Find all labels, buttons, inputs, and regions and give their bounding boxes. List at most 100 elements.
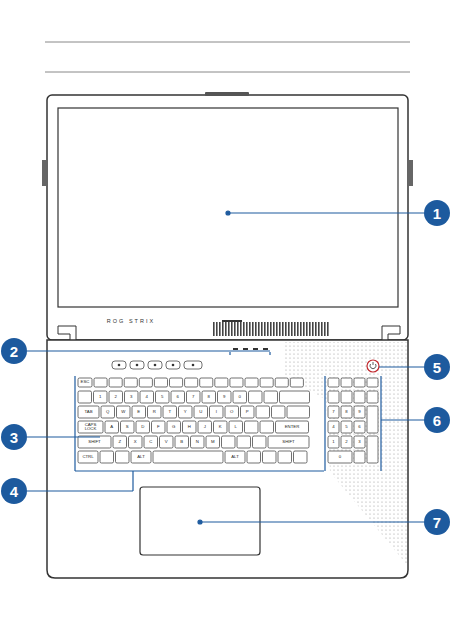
key [290, 378, 303, 387]
key [272, 406, 286, 418]
key [131, 451, 151, 463]
key [200, 378, 213, 387]
key-label: N [191, 437, 204, 448]
key-label: A [106, 422, 119, 433]
key-label: 5 [342, 422, 352, 433]
callout-number: 4 [1, 478, 27, 504]
key [268, 436, 309, 448]
key [341, 391, 352, 403]
key [210, 406, 224, 418]
key-label: 0 [329, 452, 352, 463]
key-label: Y [179, 407, 192, 418]
key [233, 391, 247, 403]
key [328, 391, 339, 403]
key-label: 2 [110, 392, 123, 403]
key-label: 0 [234, 392, 247, 403]
key-label: CTRL [79, 452, 98, 463]
key [328, 406, 339, 418]
key [140, 391, 154, 403]
key [218, 391, 232, 403]
key [341, 378, 352, 387]
key [354, 391, 365, 403]
key [214, 421, 228, 433]
key [187, 391, 201, 403]
key [264, 391, 278, 403]
key-label: B [176, 437, 189, 448]
key [154, 378, 167, 387]
key-label: SHIFT [79, 437, 111, 448]
key-label: D [137, 422, 150, 433]
key [78, 421, 103, 433]
key [354, 421, 365, 433]
key [230, 378, 243, 387]
key-label: 9 [218, 392, 231, 403]
key [241, 406, 255, 418]
key [78, 391, 92, 403]
key [247, 451, 261, 463]
key [222, 436, 236, 448]
key-label: X [129, 437, 142, 448]
key-label: 1 [329, 437, 339, 448]
key-label: SHIFT [269, 437, 309, 448]
key [294, 451, 308, 463]
key [78, 451, 98, 463]
key [101, 406, 115, 418]
key [287, 406, 310, 418]
key [179, 406, 193, 418]
key [341, 406, 352, 418]
key [328, 451, 352, 463]
key-label: K [214, 422, 227, 433]
key [237, 436, 251, 448]
key [129, 436, 143, 448]
key [183, 421, 197, 433]
key [94, 378, 107, 387]
key-label: 2 [342, 437, 352, 448]
key-label: O [226, 407, 239, 418]
key-label: ALT [226, 452, 245, 463]
key [354, 436, 365, 448]
key [341, 436, 352, 448]
key-label: V [160, 437, 173, 448]
key [225, 406, 239, 418]
key-label: G [168, 422, 181, 433]
key-label: 5 [156, 392, 169, 403]
key [78, 378, 92, 387]
key [78, 406, 99, 418]
key [215, 378, 228, 387]
key-label: S [121, 422, 134, 433]
key [354, 451, 365, 463]
key [160, 436, 174, 448]
key [116, 451, 130, 463]
key-label: 4 [141, 392, 154, 403]
key-label: TAB [79, 407, 99, 418]
key-label: Z [114, 437, 127, 448]
key [229, 421, 243, 433]
key [276, 421, 309, 433]
callout-number: 6 [424, 407, 450, 433]
key-label: U [195, 407, 208, 418]
key-label: 7 [187, 392, 200, 403]
key-label: C [145, 437, 158, 448]
key [367, 406, 378, 433]
key-label: 7 [329, 407, 339, 418]
key-label: 9 [355, 407, 365, 418]
key [136, 421, 150, 433]
key [256, 406, 270, 418]
key [105, 421, 119, 433]
key [354, 406, 365, 418]
key [156, 391, 170, 403]
key [245, 378, 258, 387]
key-label: CAPS LOCK [79, 422, 103, 433]
key-label: 6 [355, 422, 365, 433]
key-label: I [210, 407, 223, 418]
key-label: 8 [342, 407, 352, 418]
key-label: ESC [79, 379, 92, 387]
key [121, 421, 135, 433]
key-label: Q [102, 407, 115, 418]
key-label: ENTER [276, 422, 308, 433]
key [171, 391, 185, 403]
key [367, 436, 378, 463]
key [175, 436, 189, 448]
key-label: 3 [125, 392, 138, 403]
